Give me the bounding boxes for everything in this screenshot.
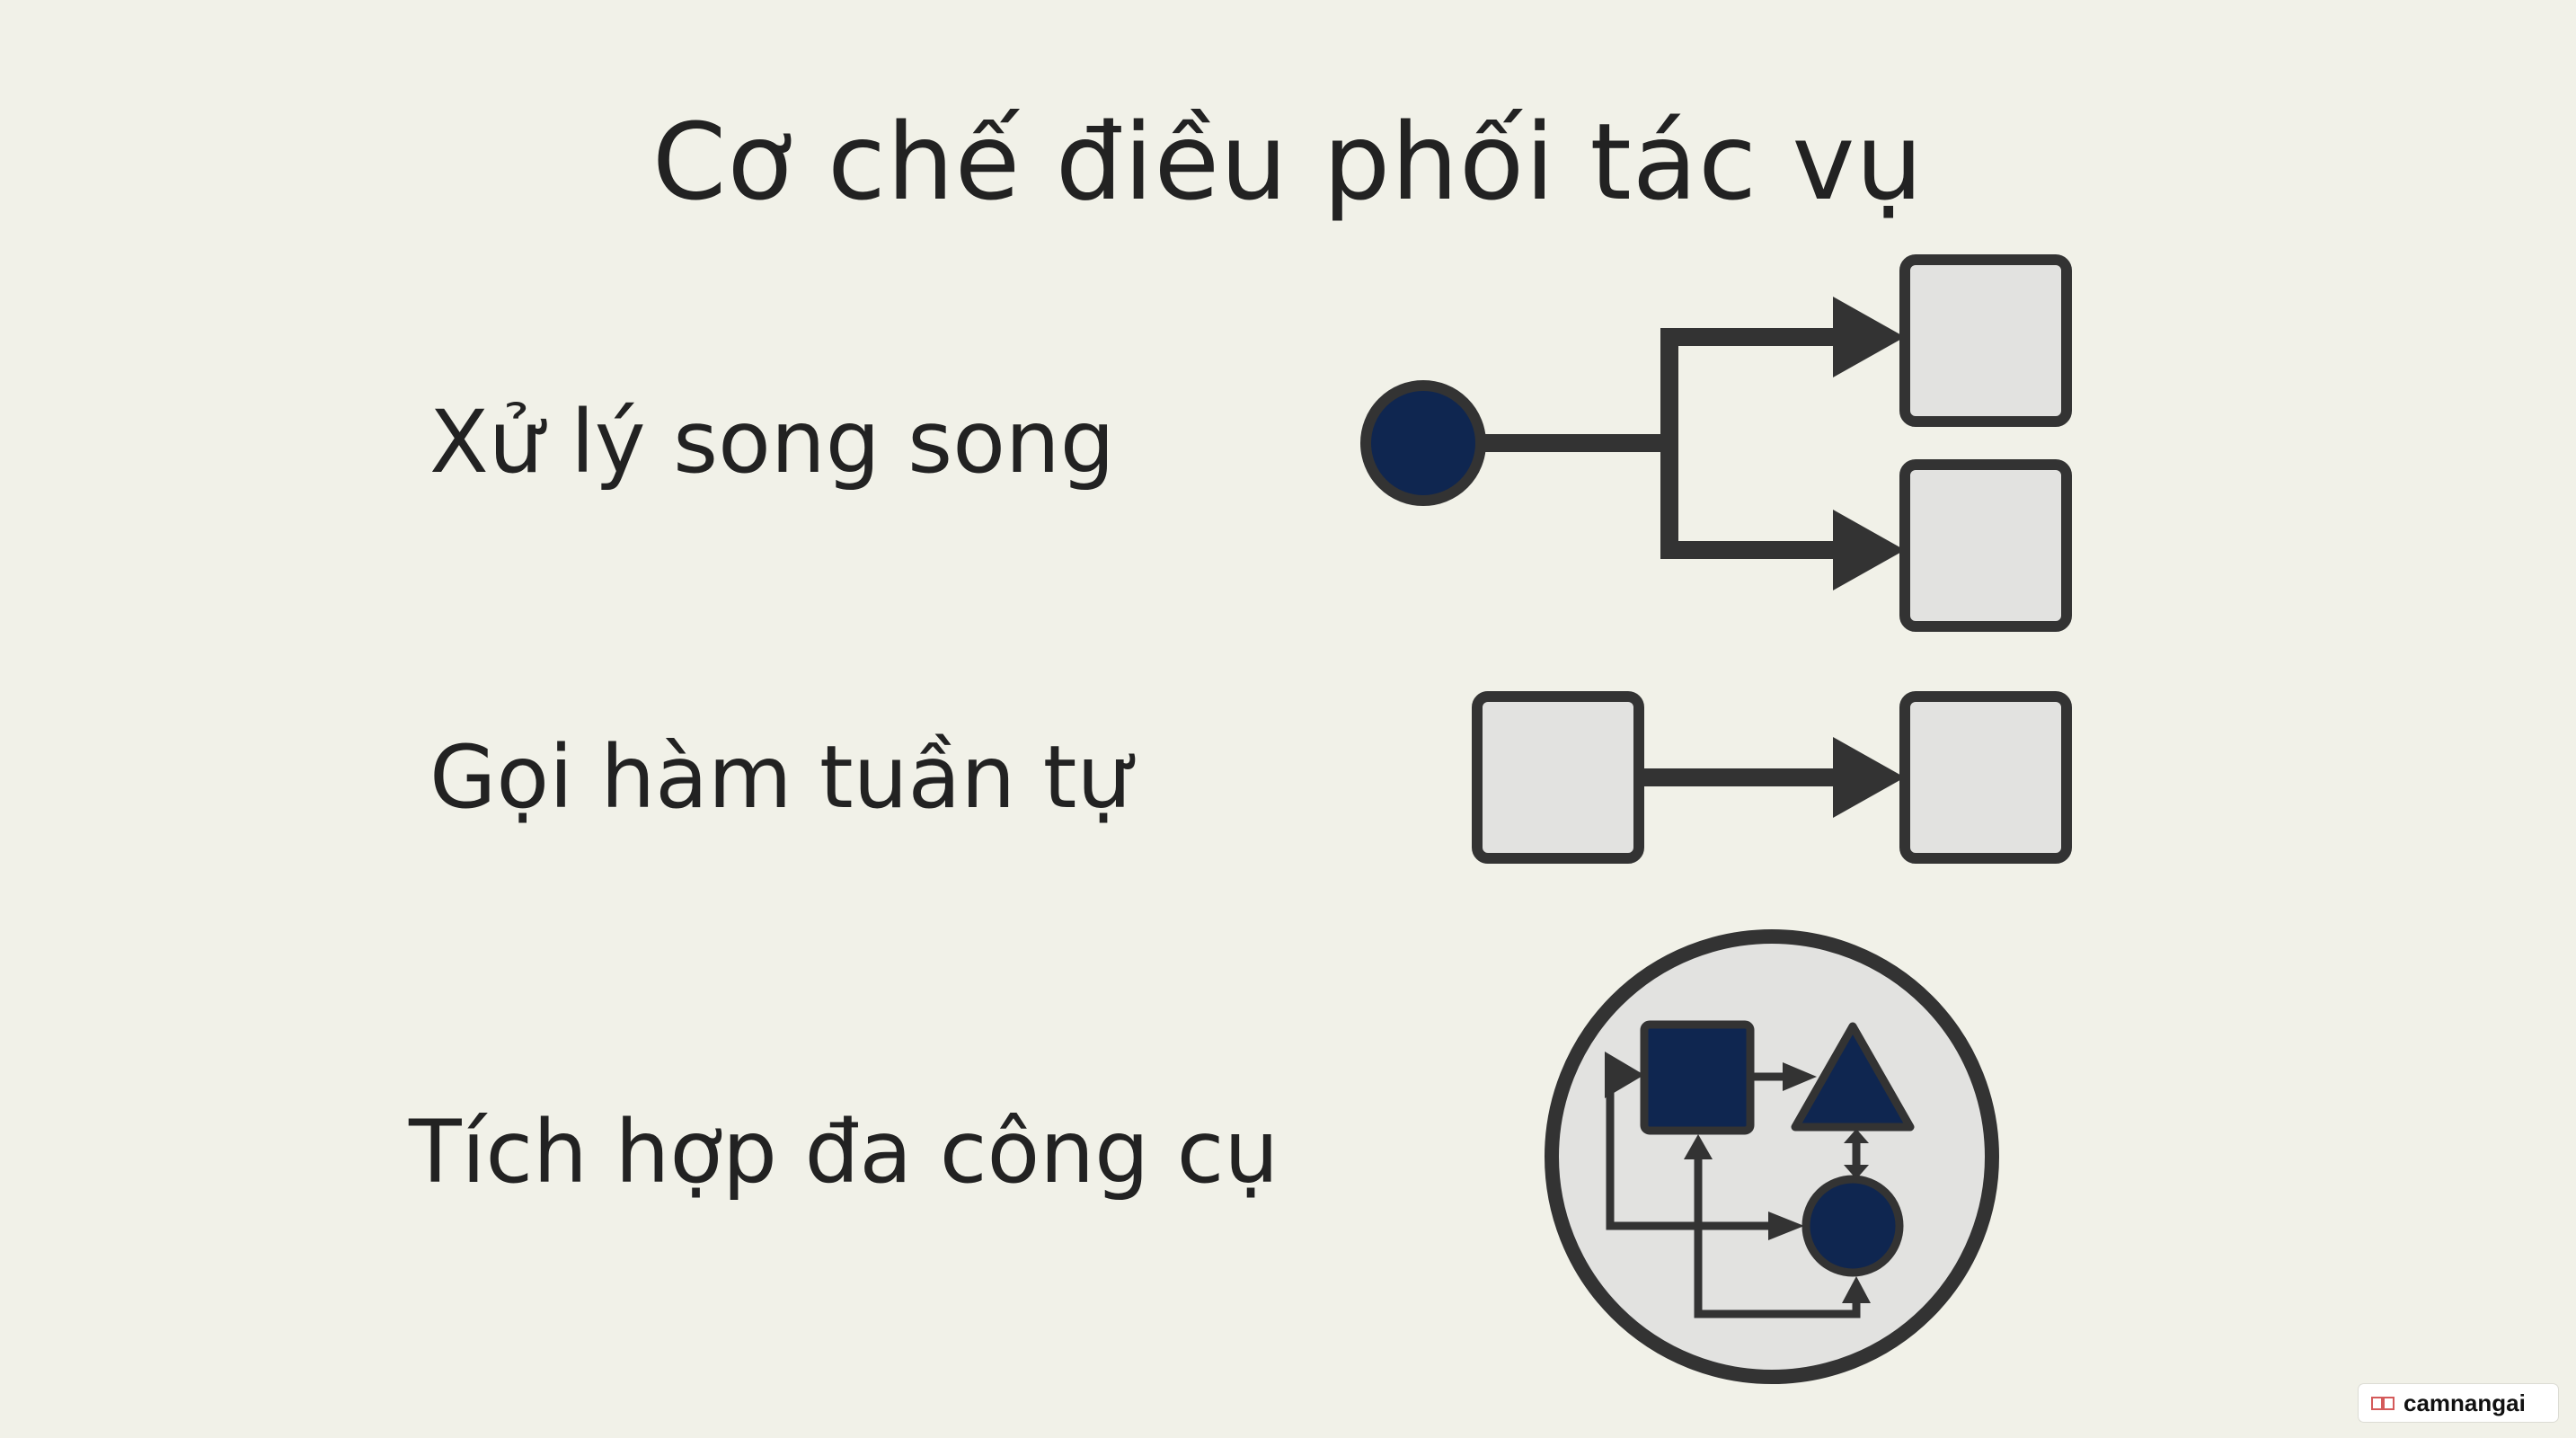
parallel-diagram — [1360, 254, 2072, 632]
step-box-second — [1899, 691, 2072, 864]
arrowhead-up-to-triangle — [1844, 1129, 1869, 1143]
arrowhead-down-to-circle — [1844, 1165, 1869, 1179]
sequence-arrowhead — [1833, 737, 1905, 818]
connector-left-loop — [1606, 1075, 1775, 1230]
arrowhead-into-triangle — [1783, 1062, 1817, 1091]
branch-line-bottom — [1660, 434, 1844, 559]
arrowhead-into-square-left — [1605, 1052, 1644, 1098]
arrowhead-bottom — [1833, 510, 1905, 590]
book-icon — [2371, 1395, 2395, 1411]
tool-square — [1640, 1020, 1755, 1135]
tool-circle — [1801, 1175, 1904, 1277]
arrowhead-up-into-square — [1684, 1134, 1713, 1159]
connector-bottom-loop — [1694, 1152, 1861, 1318]
step-box-first — [1472, 691, 1644, 864]
label-sequential-calls: Gọi hàm tuần tự — [429, 727, 1132, 828]
arrowhead-top — [1833, 297, 1905, 377]
branch-line-top — [1660, 328, 1844, 452]
label-parallel-processing: Xử lý song song — [429, 392, 1115, 493]
multi-tool-diagram — [1545, 929, 1999, 1384]
arrowhead-into-circle-node — [1768, 1212, 1804, 1240]
arrowhead-up-into-circle-node — [1842, 1276, 1871, 1303]
watermark-badge: camnangai — [2359, 1384, 2558, 1422]
label-multi-tool-integration: Tích hợp đa công cụ — [409, 1102, 1279, 1203]
tool-triangle — [1791, 1022, 1915, 1132]
watermark-text: camnangai — [2403, 1389, 2526, 1416]
page-title: Cơ chế điều phối tác vụ — [651, 100, 1925, 224]
source-node — [1360, 380, 1486, 506]
target-box-top — [1899, 254, 2072, 427]
target-box-bottom — [1899, 459, 2072, 632]
sequential-diagram — [1472, 691, 2072, 864]
